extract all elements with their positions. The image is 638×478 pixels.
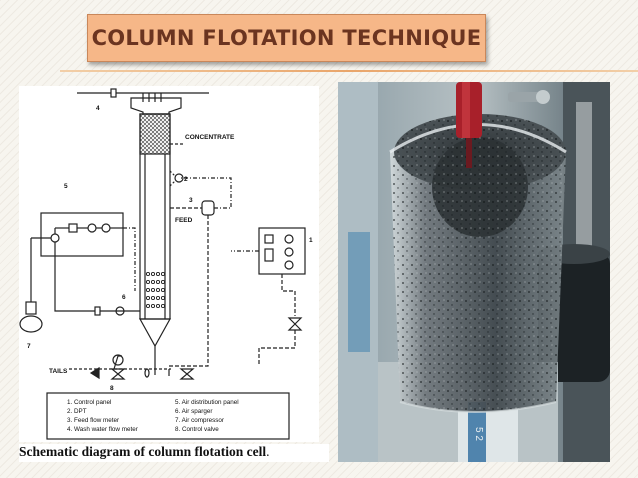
label-n3: 3 [189, 197, 193, 204]
air-compressor-filter [25, 301, 37, 315]
svg-text:5 2: 5 2 [473, 427, 484, 441]
feed-flow-meter [201, 200, 215, 216]
froth-zone [139, 113, 171, 155]
label-n2: 2 [184, 176, 188, 183]
diagram-caption: Schematic diagram of column flotation ce… [19, 444, 329, 462]
column-flotation-photo: 5 2 [338, 82, 610, 462]
dpt-gauge [174, 173, 184, 183]
label-n4: 4 [96, 105, 100, 112]
label-n1: 1 [309, 237, 313, 244]
label-concentrate: CONCENTRATE [185, 134, 235, 141]
label-n5: 5 [64, 183, 68, 190]
air-distribution-panel [40, 212, 124, 257]
schematic-svg: CONCENTRATE FEED TAILS 1 2 3 4 5 6 7 8 1… [19, 88, 313, 440]
legend-item: 3. Feed flow meter [67, 417, 119, 424]
slide-title-box: COLUMN FLOTATION TECHNIQUE [87, 14, 486, 62]
legend-item: 7. Air compressor [175, 417, 224, 424]
label-feed: FEED [175, 217, 193, 224]
air-compressor [19, 315, 43, 333]
legend-item: 5. Air distribution panel [175, 399, 239, 406]
legend-item: 1. Control panel [67, 399, 111, 406]
schematic-diagram: CONCENTRATE FEED TAILS 1 2 3 4 5 6 7 8 1… [19, 86, 319, 442]
legend-item: 2. DPT [67, 408, 87, 415]
label-n6: 6 [122, 294, 126, 301]
legend-item: 4. Wash water flow meter [67, 426, 138, 433]
label-n8: 8 [110, 385, 114, 392]
column-cone [138, 318, 172, 348]
photo-illustration: 5 2 [338, 82, 610, 462]
legend-box [46, 392, 290, 440]
legend-item: 8. Control valve [175, 426, 219, 433]
control-valve-right [287, 317, 303, 331]
label-tails: TAILS [49, 368, 68, 375]
slide-title: COLUMN FLOTATION TECHNIQUE [91, 26, 482, 50]
wash-water-header [130, 97, 182, 115]
tails-valve [179, 368, 195, 380]
legend-item: 6. Air sparger [175, 408, 212, 415]
sparger-holes [145, 271, 166, 309]
valve-8 [112, 354, 124, 366]
title-divider [60, 70, 638, 72]
label-n7: 7 [27, 343, 31, 350]
